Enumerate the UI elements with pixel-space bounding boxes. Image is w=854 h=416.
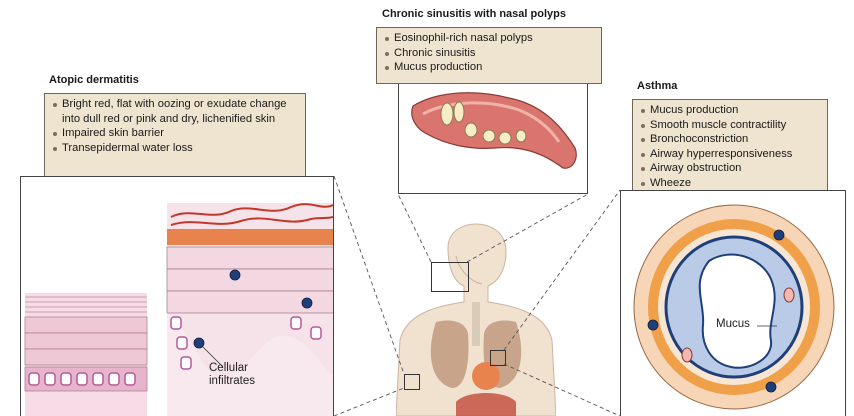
list-item: Bronchoconstriction: [641, 132, 819, 147]
list-item: Transepidermal water loss: [53, 141, 297, 156]
mucus-label: Mucus: [716, 318, 750, 331]
list-item: Airway hyperresponsiveness: [641, 147, 819, 162]
list-item: Smooth muscle contractility: [641, 118, 819, 133]
dermatitis-symptom-box: Bright red, flat with oozing or exudate …: [44, 93, 306, 179]
list-item: Chronic sinusitis: [385, 46, 593, 61]
list-item: Mucus production: [385, 60, 593, 75]
sinus-callout-frame: [431, 262, 469, 292]
list-item: Wheeze: [641, 176, 819, 191]
list-item: Impaired skin barrier: [53, 126, 297, 141]
sinusitis-symptom-box: Eosinophil-rich nasal polyps Chronic sin…: [376, 27, 602, 84]
asthma-title: Asthma: [637, 80, 677, 92]
nasal-polyp-illustration: [398, 84, 588, 194]
airway-callout-frame: [490, 350, 506, 366]
skin-callout-frame: [404, 374, 420, 390]
asthma-symptom-box: Mucus production Smooth muscle contracti…: [632, 99, 828, 201]
nasal-polyp-drawing: [399, 84, 588, 194]
cellular-infiltrates-label: Cellular infiltrates: [209, 362, 273, 388]
skin-cross-section: [21, 177, 334, 416]
list-item: Mucus production: [641, 103, 819, 118]
airway-illustration: [620, 190, 846, 416]
normal-skin: [25, 293, 147, 416]
list-item: Eosinophil-rich nasal polyps: [385, 31, 593, 46]
list-item: Bright red, flat with oozing or exudate …: [53, 97, 297, 126]
airway-cross-section: [621, 191, 846, 416]
skin-illustration: [20, 176, 334, 416]
list-item: Airway obstruction: [641, 161, 819, 176]
dermatitis-title: Atopic dermatitis: [49, 74, 139, 86]
sinusitis-title: Chronic sinusitis with nasal polyps: [382, 8, 566, 20]
human-body-figure: [396, 222, 556, 416]
body-silhouette: [396, 222, 556, 416]
